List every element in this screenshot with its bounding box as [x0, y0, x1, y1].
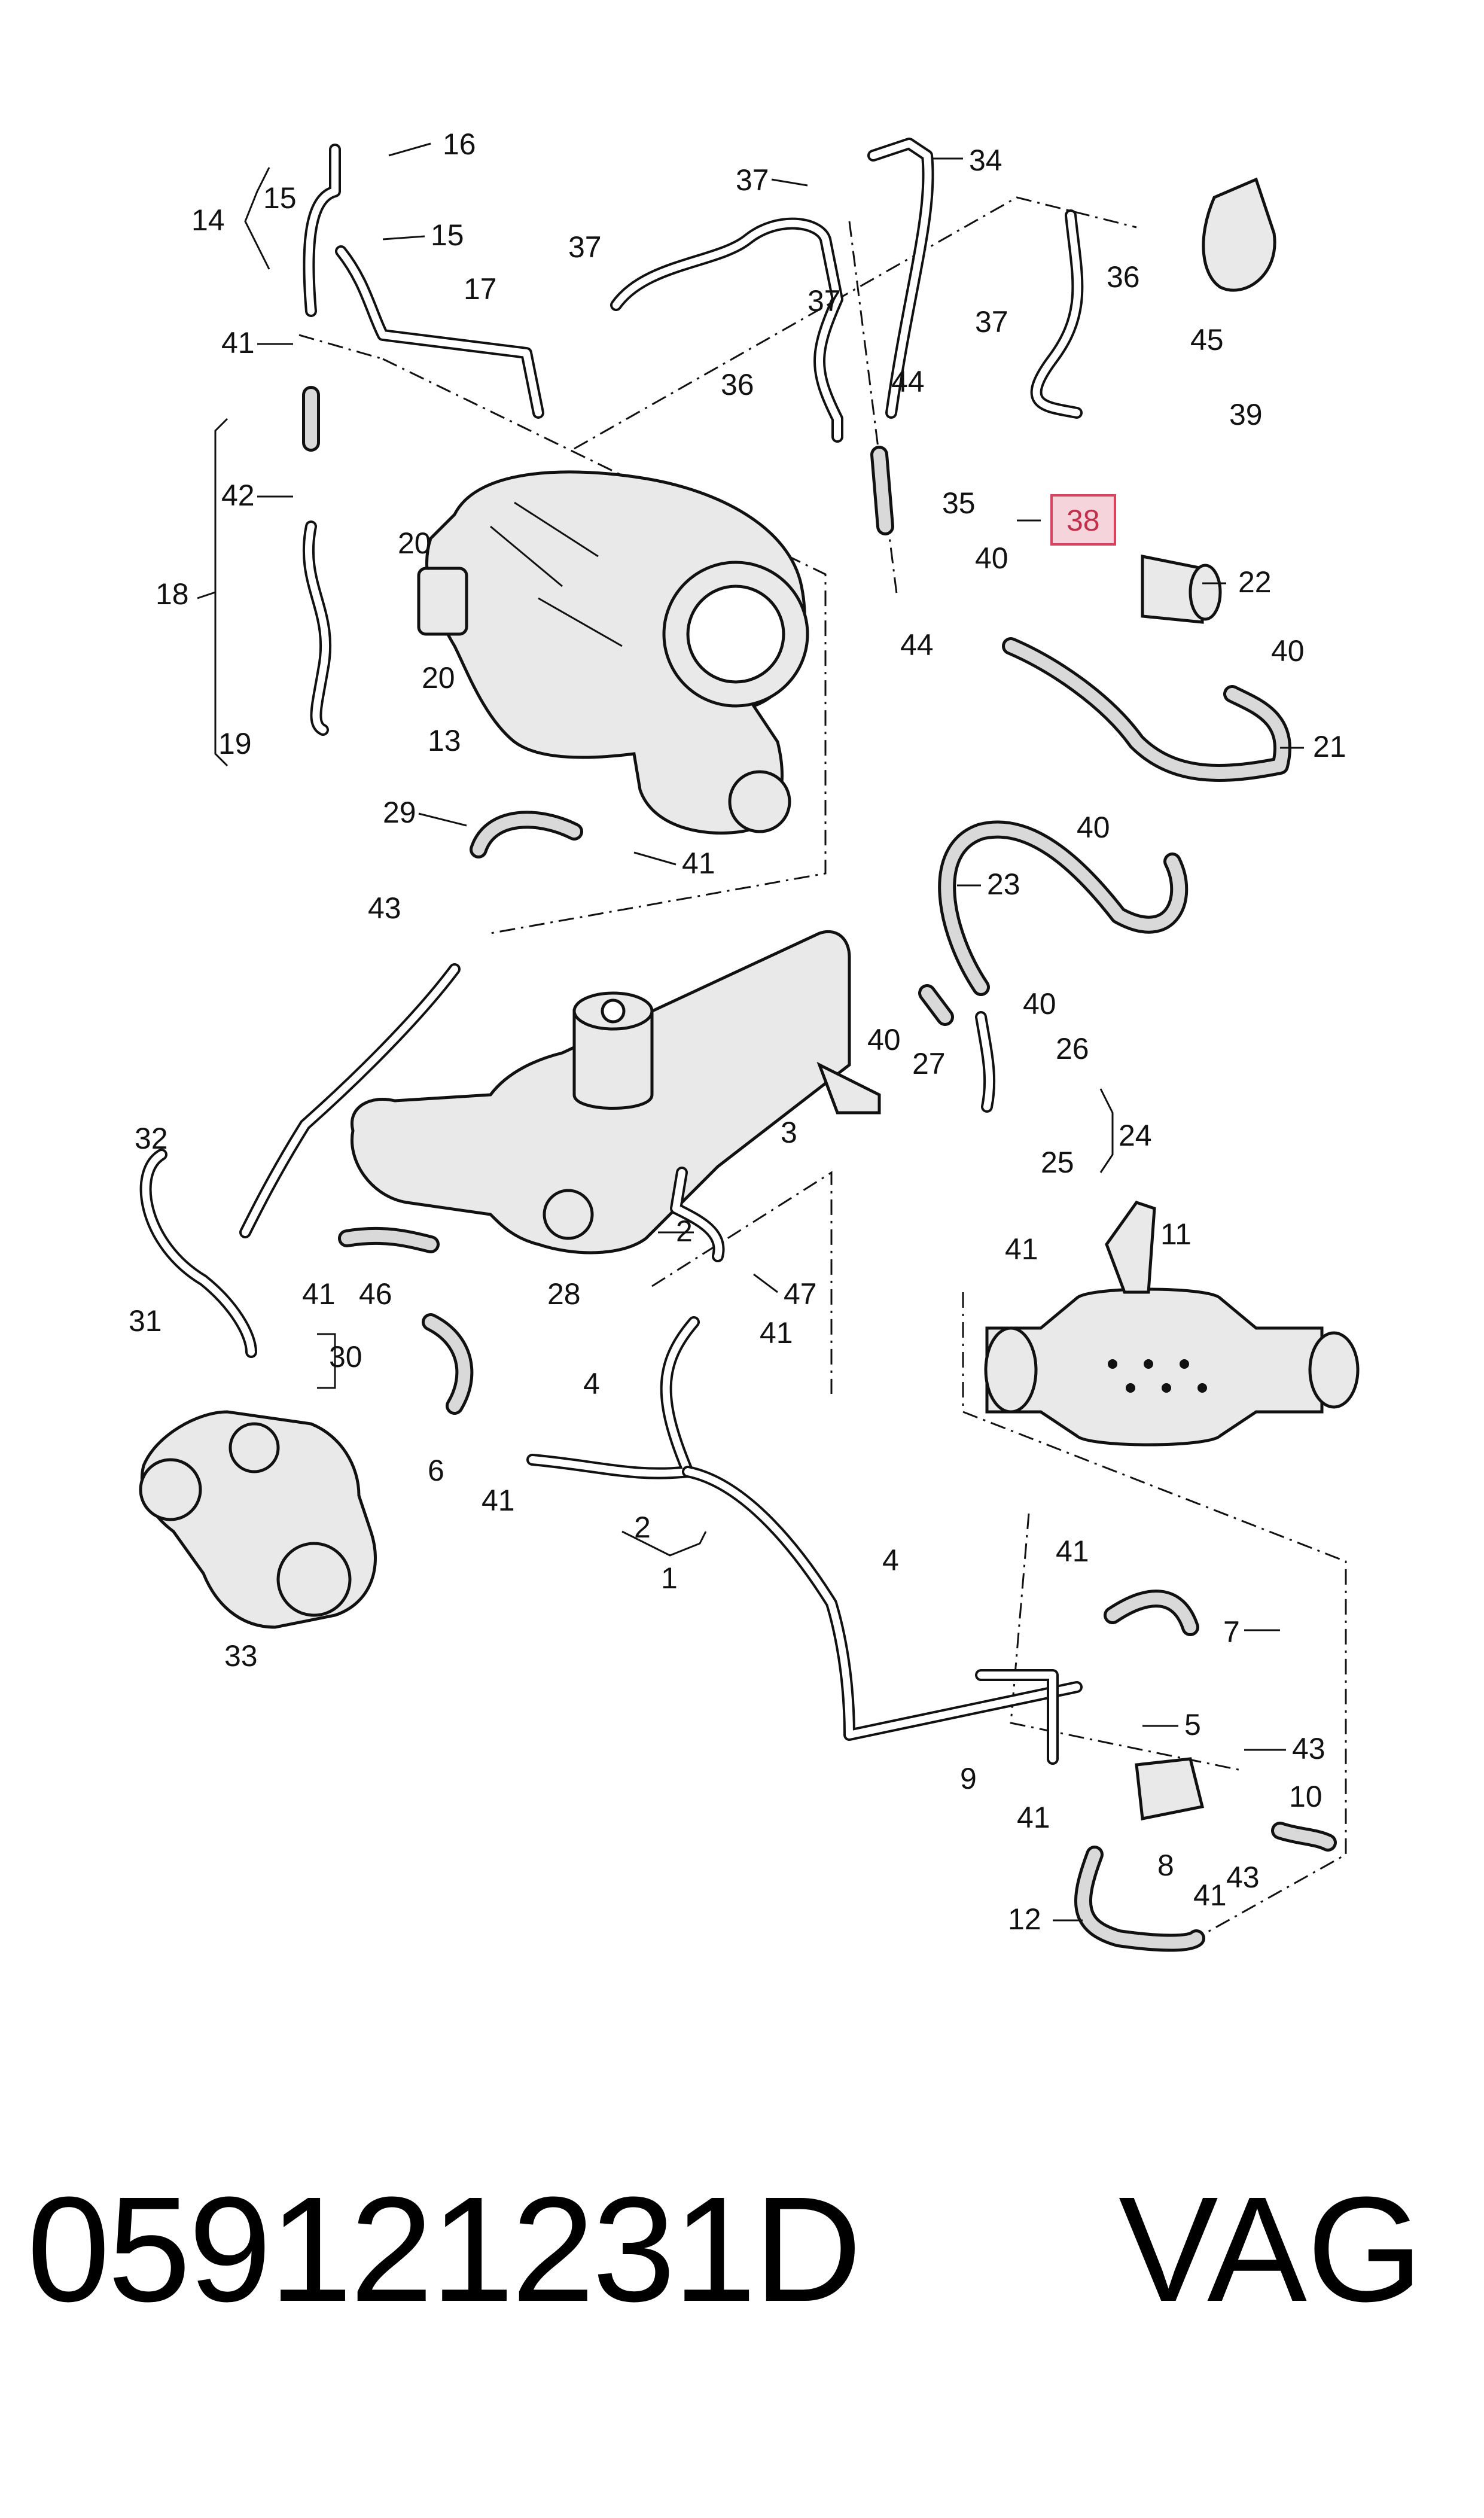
callout-28: 28 [547, 1277, 581, 1311]
callout-40-b: 40 [1271, 634, 1305, 668]
callout-41-a: 41 [221, 326, 255, 360]
egr-cooler [351, 930, 881, 1255]
callout-41-f: 41 [482, 1484, 515, 1517]
callout-43-a: 43 [368, 891, 401, 925]
callout-12: 12 [1008, 1902, 1041, 1936]
callout-21: 21 [1313, 730, 1346, 763]
callout-32: 32 [135, 1122, 168, 1155]
egr-module [984, 1201, 1360, 1447]
callout-2-a: 2 [676, 1214, 693, 1248]
callout-30: 30 [329, 1340, 362, 1374]
callout-41-b: 41 [682, 847, 715, 880]
callout-4-a: 4 [583, 1367, 600, 1400]
callout-22: 22 [1238, 565, 1272, 599]
callout-34: 34 [969, 144, 1002, 177]
coolant-housing [139, 1410, 377, 1629]
callout-47: 47 [784, 1277, 817, 1311]
callout-4-b: 4 [882, 1543, 899, 1577]
callout-41-e: 41 [1005, 1232, 1038, 1266]
callout-45: 45 [1190, 323, 1224, 357]
callout-15: 15 [431, 218, 464, 252]
callout-33: 33 [224, 1639, 258, 1673]
callout-41-h: 41 [1017, 1801, 1050, 1834]
callout-5: 5 [1184, 1708, 1201, 1741]
callout-41-c: 41 [302, 1277, 336, 1311]
callout-41-g: 41 [1056, 1534, 1089, 1568]
callout-8: 8 [1157, 1849, 1174, 1882]
callout-43-b: 43 [1292, 1732, 1325, 1765]
callout-24: 24 [1119, 1119, 1152, 1152]
pipes [303, 138, 1084, 1765]
callout-31: 31 [129, 1304, 162, 1338]
callout-7: 7 [1223, 1615, 1240, 1649]
footer: 059121231D VAG [0, 2160, 1484, 2339]
callout-37-b: 37 [568, 230, 602, 264]
callout-10: 10 [1289, 1780, 1323, 1813]
callout-29: 29 [383, 796, 416, 829]
callout-17: 17 [464, 272, 497, 306]
callout-41-d: 41 [760, 1316, 793, 1350]
callout-3: 3 [781, 1116, 797, 1149]
callout-labels: 16 15 14 15 17 41 42 20 18 20 19 13 37 3… [129, 127, 1346, 1936]
callout-40-a: 40 [975, 541, 1008, 575]
brand-name: VAG [1119, 2166, 1424, 2333]
callout-40-d: 40 [1023, 987, 1056, 1021]
callout-16: 16 [443, 127, 476, 161]
callout-15-top: 15 [263, 181, 297, 215]
callout-43-c: 43 [1226, 1861, 1260, 1894]
callout-2-b: 2 [634, 1511, 651, 1544]
callout-26: 26 [1056, 1032, 1089, 1065]
highlight-box [1050, 494, 1116, 546]
callout-19: 19 [218, 727, 252, 760]
turbocharger [417, 470, 809, 835]
small-parts [1135, 177, 1276, 1820]
callout-42: 42 [221, 479, 255, 512]
callout-25: 25 [1041, 1146, 1074, 1179]
callout-11: 11 [1160, 1217, 1192, 1251]
callout-20-b: 20 [422, 661, 455, 695]
callout-23: 23 [987, 867, 1020, 901]
callout-9: 9 [960, 1762, 977, 1795]
leader-lines [257, 142, 1304, 1922]
callout-20-a: 20 [398, 526, 431, 560]
callout-40-c: 40 [1077, 811, 1110, 844]
callout-44-b: 44 [900, 628, 934, 662]
callout-41-i: 41 [1193, 1878, 1227, 1912]
callout-35: 35 [942, 486, 976, 520]
callout-44-a: 44 [891, 365, 925, 398]
callout-36-a: 36 [721, 368, 754, 401]
callout-39: 39 [1229, 398, 1263, 431]
callout-14: 14 [191, 203, 225, 237]
callout-1: 1 [661, 1561, 678, 1595]
callout-36-b: 36 [1107, 260, 1140, 294]
callout-27: 27 [912, 1047, 946, 1080]
callout-18: 18 [156, 577, 189, 611]
callout-6: 6 [428, 1454, 444, 1487]
callout-46: 46 [359, 1277, 392, 1311]
callout-38: 38 [1066, 504, 1100, 537]
brace-groups [197, 167, 1114, 1557]
callout-37-c: 37 [807, 284, 841, 318]
part-number: 059121231D [27, 2166, 862, 2333]
callout-13: 13 [428, 724, 461, 757]
callout-37-d: 37 [975, 305, 1008, 339]
callout-40-e: 40 [867, 1023, 901, 1056]
assembly-frames [298, 196, 1347, 1940]
callout-37-a: 37 [736, 163, 769, 197]
hoses [139, 386, 1337, 1952]
